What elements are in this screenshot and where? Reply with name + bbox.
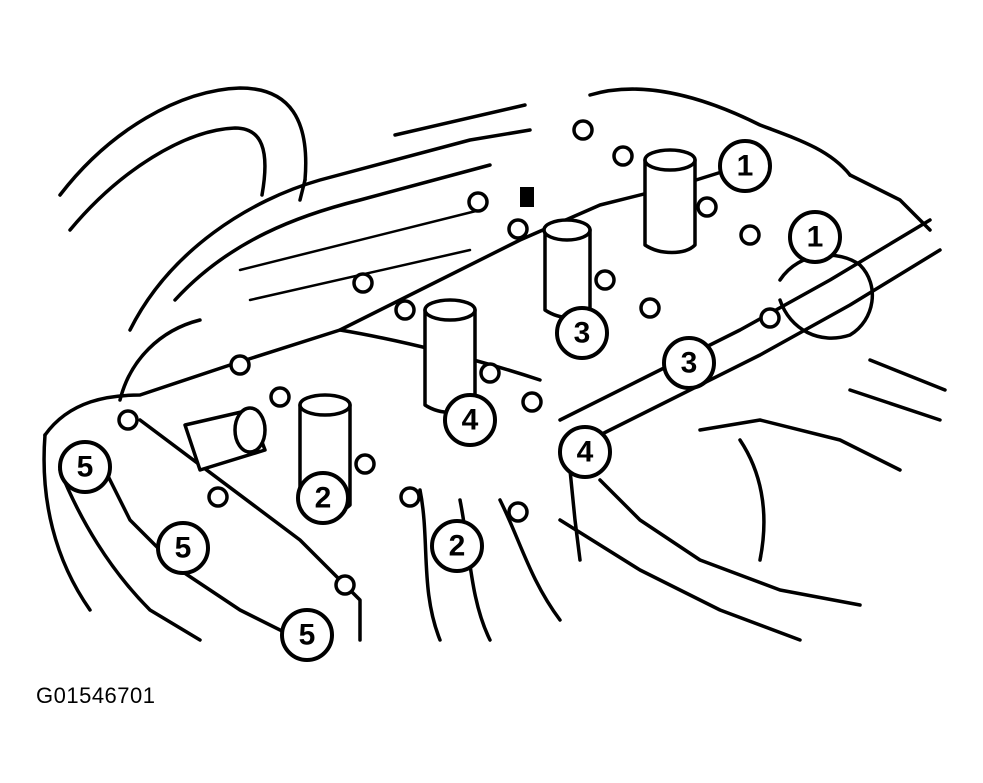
svg-text:4: 4 [577,436,594,469]
callout-1a: 1 [718,139,772,193]
callouts: 1 1 2 2 3 3 4 4 [58,139,842,662]
callout-4a: 4 [443,393,497,447]
svg-text:1: 1 [737,150,754,183]
svg-text:1: 1 [807,221,824,254]
callout-2b: 2 [430,519,484,573]
callout-2a: 2 [296,471,350,525]
coil-4 [423,298,477,415]
callout-3a: 3 [555,306,609,360]
svg-text:3: 3 [574,317,591,350]
svg-text:2: 2 [449,530,466,563]
svg-text:5: 5 [299,619,316,652]
coolant-hose [58,86,308,232]
callout-4b: 4 [558,425,612,479]
coil-3 [542,218,592,320]
coil-connector-5 [183,406,267,472]
wiring-harness-and-pipes [418,218,947,642]
callout-1b: 1 [788,210,842,264]
figure-id-label: G01546701 [36,683,156,708]
callout-5a: 5 [58,440,112,494]
callout-5b: 5 [156,521,210,575]
svg-text:5: 5 [175,532,192,565]
svg-text:5: 5 [77,451,94,484]
svg-text:2: 2 [315,482,332,515]
coil-1 [643,148,697,255]
svg-text:4: 4 [462,404,479,437]
svg-text:3: 3 [681,347,698,380]
callout-5c: 5 [280,608,334,662]
callout-3b: 3 [662,336,716,390]
bolts [117,119,781,596]
